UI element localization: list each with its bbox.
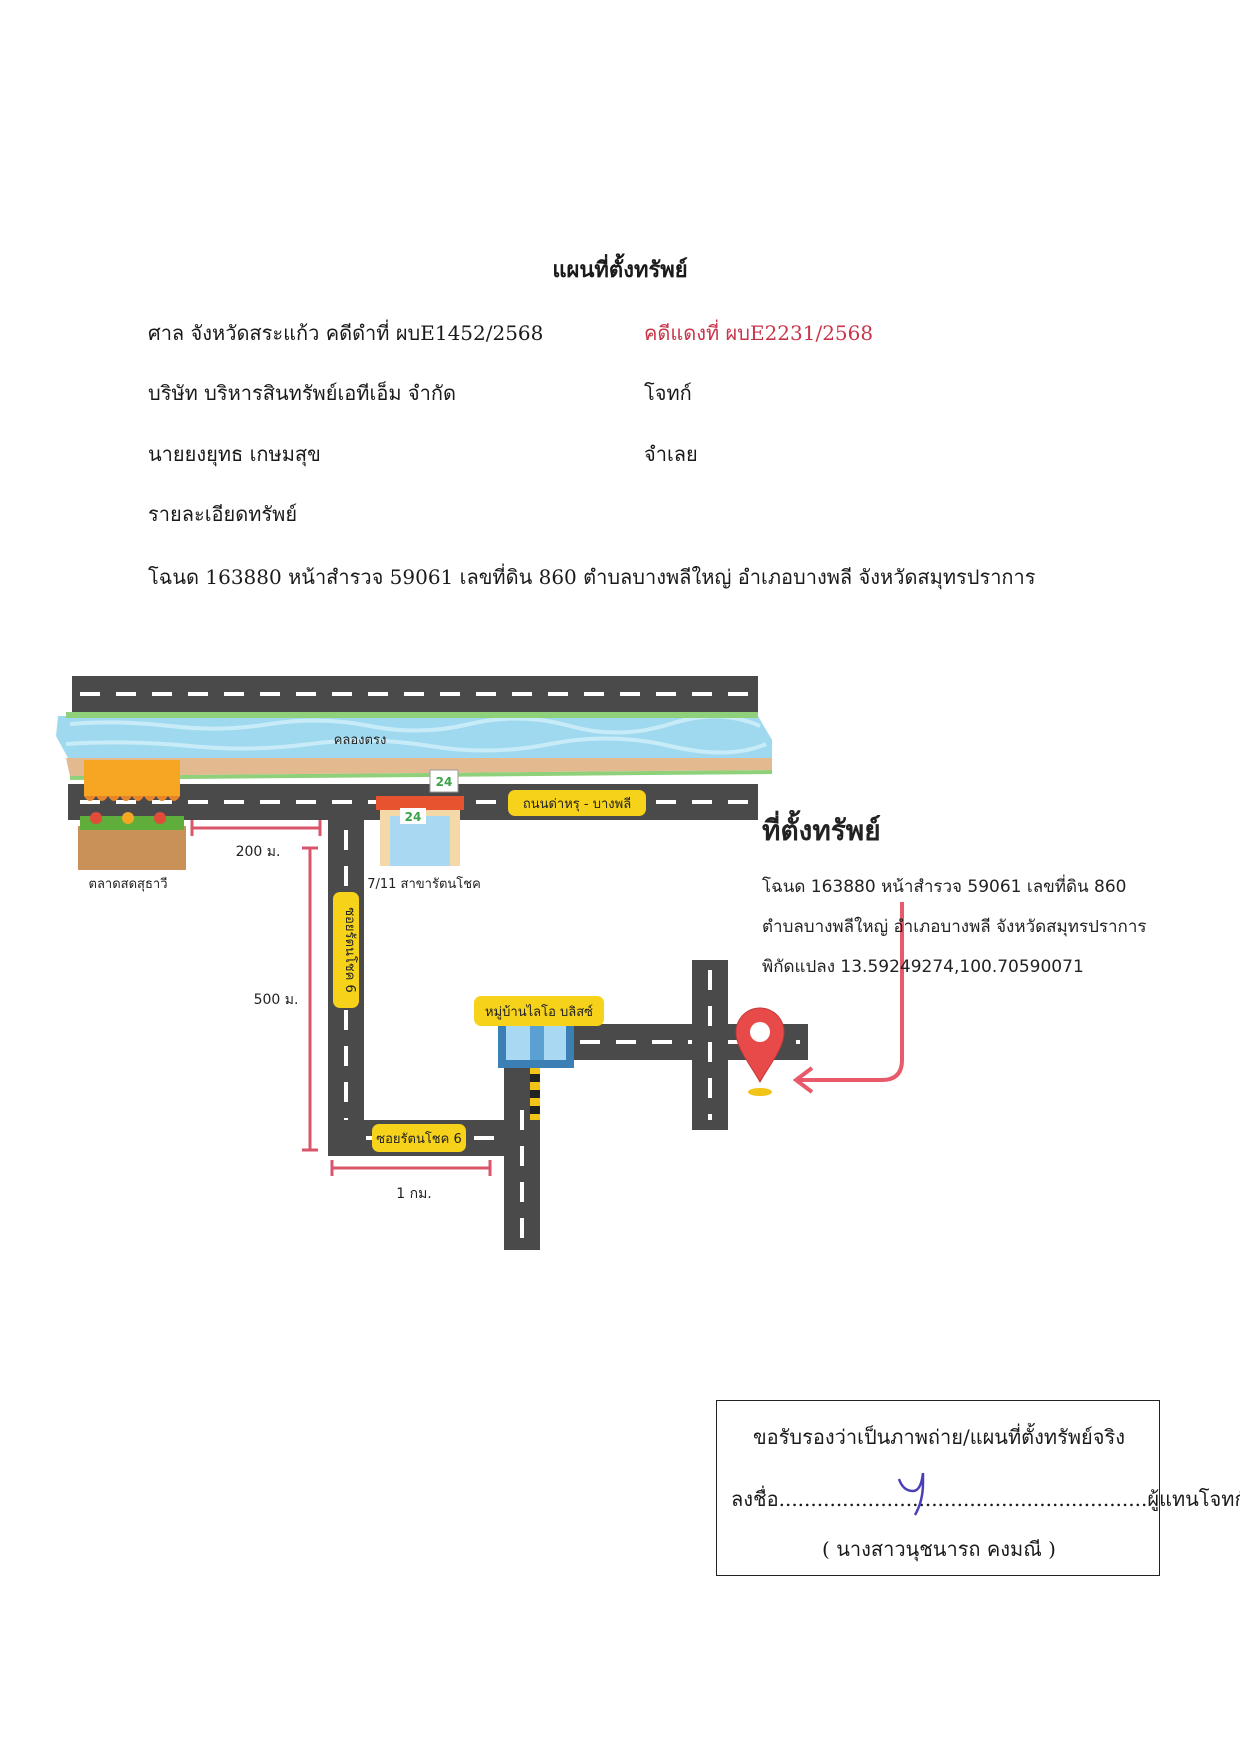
market-label: ตลาดสดสุธาวี	[89, 876, 168, 892]
property-line-3: พิกัดแปลง 13.59249274,100.70590071	[762, 957, 1084, 977]
asset-detail-label: รายละเอียดทรัพย์	[148, 502, 298, 526]
canal: คลองตรง	[56, 712, 772, 780]
market-icon: ตลาดสดสุธาวี	[78, 760, 186, 892]
dist-500-label: 500 ม.	[254, 992, 299, 1008]
sign-suffix: ผู้แทนโจทก์	[1147, 1487, 1240, 1511]
road-label: ถนนด่าหรุ - บางพลี	[523, 796, 631, 812]
soi-horizontal-road: ซอยรัตนโชค 6	[328, 1120, 506, 1156]
certification-box: ขอรับรองว่าเป็นภาพถ่าย/แผนที่ตั้งทรัพย์จ…	[716, 1400, 1240, 1576]
store-sign-badge: 24	[436, 775, 453, 789]
defendant-role: จำเลย	[644, 442, 698, 466]
village-label: หมู่บ้านไลโอ บลิสซ์	[485, 1004, 593, 1020]
signer-name: ( นางสาวนุชนารถ คงมณี )	[822, 1537, 1056, 1561]
dist-200-label: 200 ม.	[236, 844, 281, 860]
red-case-number: คดีแดงที่ ผบE2231/2568	[644, 321, 874, 345]
plaintiff-role: โจทก์	[644, 381, 692, 405]
soi-horizontal-label: ซอยรัตนโชค 6	[376, 1131, 461, 1147]
store-label: 7/11 สาขารัตนโชค	[367, 876, 481, 892]
defendant-name: นายยงยุทธ เกษมสุข	[148, 442, 321, 466]
deed-line: โฉนด 163880 หน้าสำรวจ 59061 เลขที่ดิน 86…	[148, 565, 1036, 589]
plaintiff-name: บริษัท บริหารสินทรัพย์เอทีเอ็ม จำกัด	[148, 381, 456, 405]
store-badge: 24	[405, 810, 422, 824]
measure-200m: 200 ม.	[190, 820, 322, 860]
signature-mark	[897, 1472, 925, 1516]
location-map: คลองตรง ถนนด่าหรุ - บางพลี ซอยรัตนโชค 6 …	[56, 676, 1147, 1250]
cert-heading: ขอรับรองว่าเป็นภาพถ่าย/แผนที่ตั้งทรัพย์จ…	[753, 1425, 1125, 1449]
pointer-arrow	[792, 902, 904, 1094]
sign-dots: ........................................…	[778, 1487, 1148, 1511]
measure-500m: 500 ม.	[254, 846, 318, 1152]
sign-prefix: ลงชื่อ	[731, 1487, 779, 1511]
village-road	[504, 1040, 540, 1250]
soi-vertical-label: ซอยรัตนโชค 6	[342, 907, 358, 992]
top-road	[72, 676, 758, 712]
document-title: แผนที่ตั้งทรัพย์	[552, 257, 688, 283]
property-line-1: โฉนด 163880 หน้าสำรวจ 59061 เลขที่ดิน 86…	[762, 874, 1126, 897]
location-pin-icon	[735, 1007, 785, 1096]
property-title: ที่ตั้งทรัพย์	[762, 809, 881, 847]
dist-1km-label: 1 กม.	[396, 1186, 432, 1202]
canal-label: คลองตรง	[334, 733, 387, 748]
store-icon: 24 24 7/11 สาขารัตนโชค	[367, 769, 481, 892]
measure-1km: 1 กม.	[330, 1160, 492, 1202]
sign-line: ลงชื่อ..................................…	[731, 1483, 1240, 1515]
property-line-2: ตำบลบางพลีใหญ่ อำเภอบางพลี จังหวัดสมุทรป…	[762, 916, 1147, 937]
court-line: ศาล จังหวัดสระแก้ว คดีดำที่ ผบE1452/2568	[148, 321, 544, 345]
soi-vertical-road: ซอยรัตนโชค 6	[328, 818, 364, 1152]
village-gate-icon: หมู่บ้านไลโอ บลิสซ์	[474, 996, 604, 1068]
